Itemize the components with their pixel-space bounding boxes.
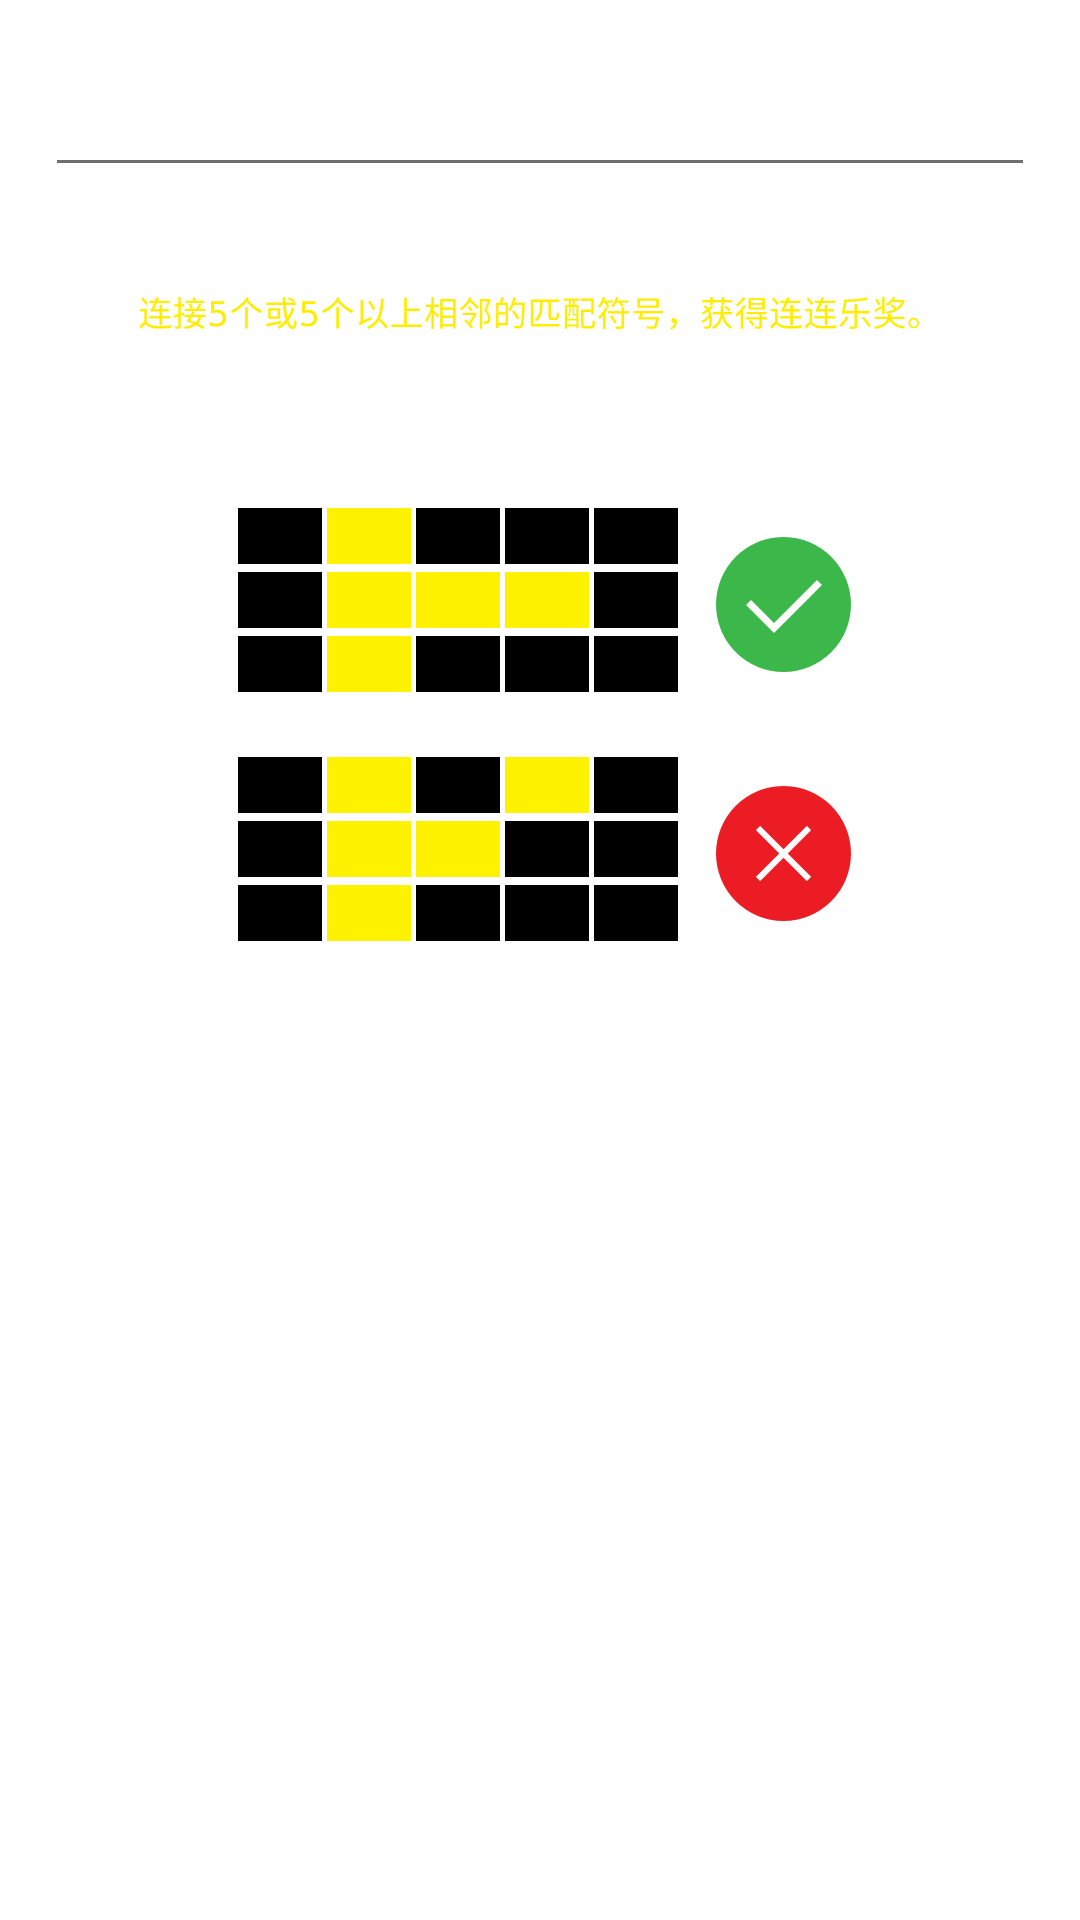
empty-cell <box>594 821 678 877</box>
highlighted-cell <box>327 636 411 692</box>
empty-cell <box>594 572 678 628</box>
empty-cell <box>416 508 500 564</box>
empty-cell <box>594 636 678 692</box>
highlighted-cell <box>327 821 411 877</box>
highlighted-cell <box>327 757 411 813</box>
wrong-example-grid <box>238 757 680 941</box>
highlighted-cell <box>505 572 589 628</box>
empty-cell <box>238 636 322 692</box>
empty-cell <box>416 757 500 813</box>
empty-cell <box>594 885 678 941</box>
empty-cell <box>594 508 678 564</box>
empty-cell <box>505 508 589 564</box>
highlighted-cell <box>327 508 411 564</box>
highlighted-cell <box>327 885 411 941</box>
highlighted-cell <box>327 572 411 628</box>
correct-example-grid <box>238 508 680 692</box>
empty-cell <box>238 821 322 877</box>
check-icon <box>746 580 822 633</box>
empty-cell <box>238 508 322 564</box>
empty-cell <box>238 757 322 813</box>
empty-cell <box>416 885 500 941</box>
correct-badge <box>716 537 851 672</box>
empty-cell <box>238 572 322 628</box>
highlighted-cell <box>505 757 589 813</box>
empty-cell <box>416 636 500 692</box>
empty-cell <box>505 821 589 877</box>
highlighted-cell <box>416 572 500 628</box>
empty-cell <box>505 636 589 692</box>
divider-line <box>57 160 1023 163</box>
rule-description: 连接5个或5个以上相邻的匹配符号，获得连连乐奖。 <box>138 295 942 335</box>
highlighted-cell <box>416 821 500 877</box>
wrong-badge <box>716 786 851 921</box>
empty-cell <box>505 885 589 941</box>
empty-cell <box>594 757 678 813</box>
cross-icon <box>755 825 812 882</box>
empty-cell <box>238 885 322 941</box>
